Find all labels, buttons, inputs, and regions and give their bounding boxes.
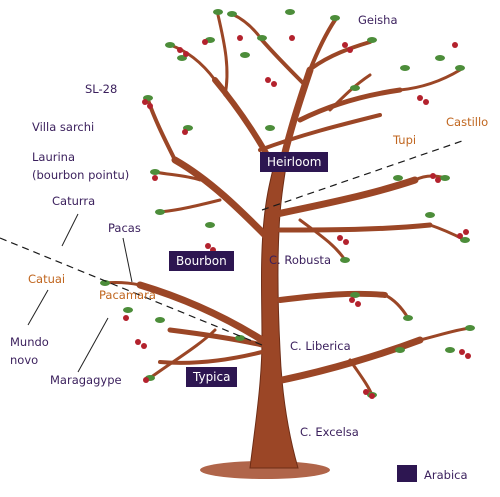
legend-arabica-label: Arabica [424,468,468,482]
connector-pacamara-maragagype [77,317,109,373]
label-mundo-novo-line1: Mundo [10,335,49,349]
label-laurina-line1: Laurina [32,150,76,164]
label-maragagype: Maragagype [50,373,122,387]
label-geisha: Geisha [358,13,398,27]
label-caturra: Caturra [52,194,96,208]
coffee-cherries [123,35,471,399]
label-pacamara: Pacamara [99,288,156,302]
label-c-robusta: C. Robusta [269,253,331,267]
legend-arabica-swatch [397,465,417,482]
connector-caturra-catuai [61,213,79,247]
label-pacas: Pacas [108,221,141,235]
label-c-excelsa: C. Excelsa [300,425,359,439]
label-catuai: Catuai [28,272,66,286]
box-bourbon: Bourbon [169,251,234,271]
label-castillo: Castillo [446,115,489,129]
connector-pacas-pacamara [122,237,133,283]
label-sl28: SL-28 [85,82,118,96]
box-heirloom: Heirloom [260,152,329,172]
label-c-liberica: C. Liberica [290,339,351,353]
label-tupi: Tupi [393,133,417,147]
connector-catuai-mundo-novo [27,289,49,326]
label-laurina-line2: (bourbon pointu) [32,168,130,182]
label-villa-sarchi: Villa sarchi [32,120,95,134]
box-typica: Typica [186,367,238,387]
tree-branches [103,12,472,397]
label-mundo-novo-line2: novo [10,353,39,367]
